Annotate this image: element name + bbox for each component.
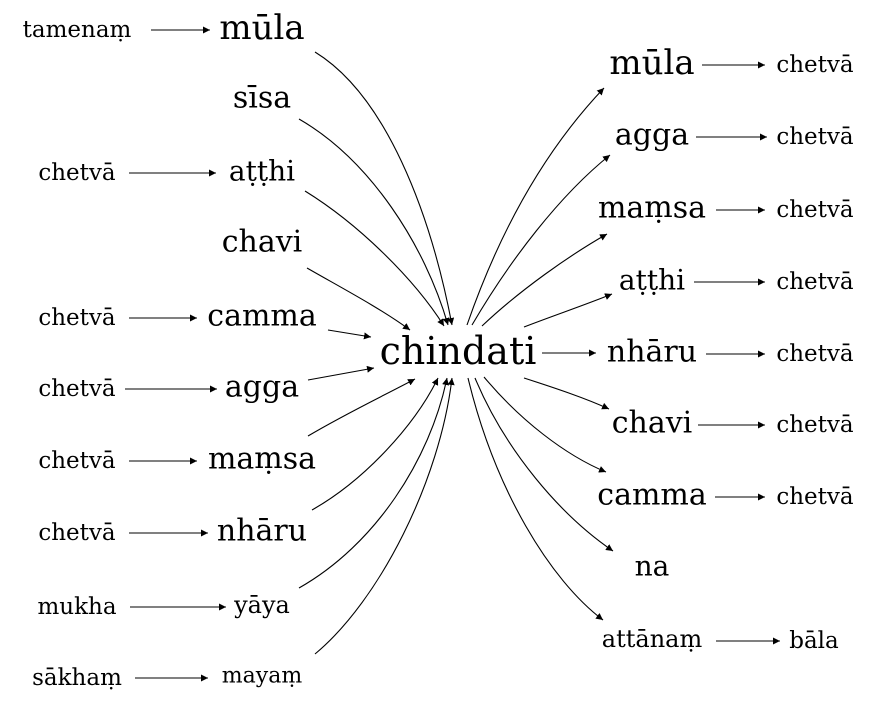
left-source-chetva-5: chetvā: [38, 376, 116, 402]
left-node-mamsa: maṃsa: [208, 442, 316, 477]
left-node-atthi: aṭṭhi: [229, 155, 295, 188]
edge-center-to-camma: [483, 376, 607, 473]
edge-yaya-to-center: [298, 377, 450, 589]
right-target-chetva-2: chetvā: [776, 197, 854, 223]
edges-layer: [125, 26, 780, 682]
edge-center-to-attanam: [467, 377, 604, 621]
left-node-nharu: nhāru: [217, 514, 307, 549]
left-node-mayam: mayaṃ: [222, 664, 303, 689]
edge-sisa-to-center: [298, 118, 450, 326]
edge-chavi-to-center: [306, 267, 411, 331]
edge-mamsa-to-center: [307, 378, 416, 437]
right-target-chetva-5: chetvā: [776, 412, 854, 438]
right-target-bala-8: bāla: [789, 628, 839, 654]
right-node-na: na: [635, 550, 670, 583]
edge-camma-to-center: [327, 329, 372, 340]
edge-nharu-to-center: [311, 377, 439, 511]
right-node-mula: mūla: [609, 43, 694, 83]
left-node-chavi: chavi: [222, 225, 303, 260]
right-node-agga: agga: [615, 118, 689, 153]
right-target-chetva-6: chetvā: [776, 484, 854, 510]
nodes-layer: chindati mūla tamenaṃ sīsa aṭṭhi chetvā chavi c…: [23, 8, 854, 691]
left-source-chetva-4: chetvā: [38, 305, 116, 331]
right-target-chetva-1: chetvā: [776, 124, 854, 150]
left-node-agga: agga: [225, 370, 299, 405]
left-source-chetva-6: chetvā: [38, 448, 116, 474]
edge-center-to-na: [474, 377, 614, 552]
right-target-chetva-4: chetvā: [776, 341, 854, 367]
right-node-attanam: attānaṃ: [602, 625, 703, 653]
left-source-chetva-7: chetvā: [38, 520, 116, 546]
left-node-mula: mūla: [219, 8, 304, 48]
edge-center-to-mamsa: [481, 233, 608, 327]
edge-center-to-atthi: [523, 293, 613, 328]
edge-center-to-agga: [471, 154, 611, 326]
edge-agga-to-center: [307, 365, 375, 381]
center-node-chindati: chindati: [380, 329, 537, 373]
right-target-chetva-3: chetvā: [776, 269, 854, 295]
left-source-tamenam-0: tamenaṃ: [23, 17, 132, 43]
edge-atthi-to-center: [304, 190, 445, 327]
left-node-sisa: sīsa: [233, 81, 291, 116]
left-node-yaya: yāya: [233, 591, 290, 619]
edge-center-to-chavi: [523, 377, 610, 410]
left-source-chetva-2: chetvā: [38, 160, 116, 186]
right-node-mamsa: maṃsa: [598, 191, 706, 226]
right-node-camma: camma: [597, 478, 707, 513]
right-node-chavi: chavi: [612, 406, 693, 441]
left-source-sakham-9: sākhaṃ: [32, 665, 122, 691]
edge-center-to-mula: [466, 87, 605, 326]
right-target-chetva-0: chetvā: [776, 52, 854, 78]
right-node-atthi: aṭṭhi: [619, 264, 685, 297]
edge-mayam-to-center: [314, 377, 455, 655]
edge-mula-to-center: [314, 51, 455, 326]
right-node-nharu: nhāru: [607, 335, 697, 370]
left-node-camma: camma: [207, 299, 317, 334]
left-source-mukha-8: mukha: [37, 594, 116, 620]
